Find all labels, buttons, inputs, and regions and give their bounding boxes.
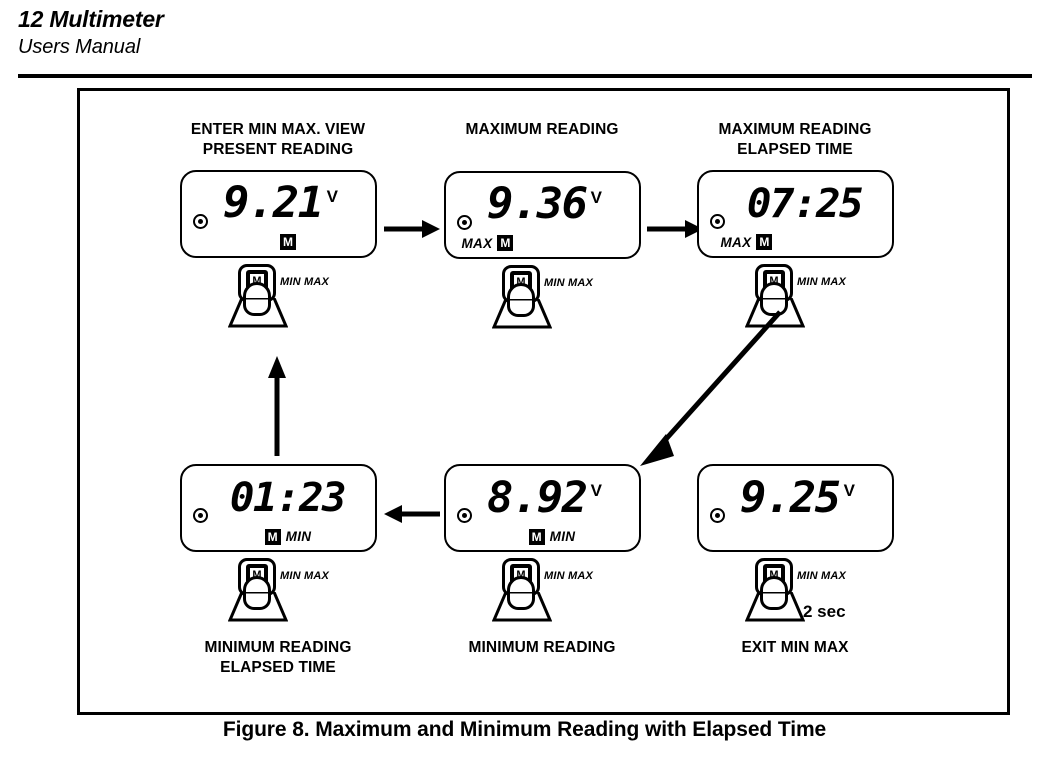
min-max-button-graphic[interactable]: M MIN MAX bbox=[482, 264, 602, 337]
hand-icon bbox=[745, 297, 805, 328]
memory-m-indicator-icon: M bbox=[280, 234, 296, 251]
document-subtitle: Users Manual bbox=[18, 36, 141, 59]
lcd-main-row: 9.21 V bbox=[210, 178, 369, 230]
hand-icon bbox=[228, 592, 288, 622]
min-max-button-label: MIN MAX bbox=[544, 276, 594, 289]
hold-duration-label: 2 sec bbox=[803, 602, 846, 621]
lcd-display: 9.25 V bbox=[696, 464, 894, 552]
min-max-button-graphic[interactable]: M MIN MAX bbox=[482, 558, 602, 630]
lcd-unit-letter: V bbox=[843, 481, 855, 500]
panel-exit-min-max: 9.25 V M MIN MAX 2 sec EXIT MIN MAX bbox=[665, 464, 925, 658]
lcd-unit: V bbox=[327, 188, 354, 205]
lcd-unit: V bbox=[844, 482, 871, 499]
lcd-unit: V bbox=[591, 189, 618, 206]
lcd-flags: M MIN bbox=[474, 528, 631, 545]
lcd-reading: 9.36 bbox=[487, 179, 588, 230]
hand-icon bbox=[228, 297, 288, 328]
min-max-button-label: MIN MAX bbox=[280, 275, 330, 288]
min-indicator: MIN bbox=[285, 529, 312, 544]
arrow-left-icon bbox=[384, 505, 440, 523]
filled-circle-indicator-icon bbox=[709, 508, 725, 523]
memory-m-indicator-icon: M bbox=[497, 235, 514, 252]
panel-caption-line1: MAXIMUM READING bbox=[465, 121, 619, 138]
lcd-unit-letter: V bbox=[326, 186, 338, 206]
lcd-main-row: 07:25 bbox=[723, 178, 886, 230]
lcd-reading: 01:23 bbox=[229, 475, 346, 521]
lcd-main-row: 9.25 V bbox=[727, 472, 886, 524]
min-max-button-label: MIN MAX bbox=[797, 570, 847, 582]
panel-maximum-reading-elapsed: MAXIMUM READING ELAPSED TIME 07:25 MAX M… bbox=[665, 120, 925, 336]
lcd-flags: M MIN bbox=[210, 528, 367, 545]
min-max-button-graphic[interactable]: M MIN MAX bbox=[218, 263, 338, 336]
filled-circle-indicator-icon bbox=[709, 213, 725, 229]
header-divider-rule bbox=[18, 74, 1032, 78]
panel-minimum-reading: 8.92 V M MIN M MIN MAX MINIMUM READING bbox=[412, 464, 672, 658]
lcd-main-row: 9.36 V bbox=[474, 179, 633, 231]
min-indicator: MIN bbox=[549, 529, 576, 544]
memory-m-indicator-icon: M bbox=[756, 234, 773, 251]
panel-caption: MINIMUM READING bbox=[412, 638, 672, 658]
filled-circle-indicator-icon bbox=[456, 214, 472, 230]
lcd-reading: 9.25 bbox=[740, 472, 841, 523]
page-header: 12 Multimeter Users Manual bbox=[18, 6, 618, 59]
panel-caption-line2: PRESENT READING bbox=[202, 140, 354, 158]
lcd-flags: MAX M bbox=[721, 234, 884, 251]
hand-icon bbox=[745, 592, 805, 622]
panel-caption: MAXIMUM READING bbox=[412, 120, 672, 140]
max-indicator: MAX bbox=[720, 234, 752, 250]
arrow-right-icon bbox=[384, 220, 440, 238]
panel-minimum-reading-elapsed: 01:23 M MIN M MIN MAX MINIMUM READING EL… bbox=[148, 464, 408, 678]
lcd-reading: 9.21 bbox=[223, 178, 324, 229]
min-max-button-label: MIN MAX bbox=[544, 570, 594, 582]
lcd-display: 01:23 M MIN bbox=[179, 464, 377, 552]
arrow-right-icon bbox=[647, 220, 703, 238]
min-max-button-label: MIN MAX bbox=[797, 275, 847, 288]
lcd-flags: MAX M bbox=[462, 235, 631, 252]
panel-caption-line1: MINIMUM READING bbox=[204, 639, 352, 656]
panel-enter-min-max-present: ENTER MIN MAX. VIEW PRESENT READING 9.21… bbox=[148, 120, 408, 336]
lcd-main-row: 01:23 bbox=[206, 472, 369, 524]
filled-circle-indicator-icon bbox=[456, 508, 472, 523]
arrow-down-left-icon bbox=[640, 310, 782, 466]
panel-caption: MINIMUM READING ELAPSED TIME bbox=[148, 638, 408, 678]
lcd-flags: M bbox=[210, 234, 367, 251]
hand-icon bbox=[492, 298, 552, 329]
panel-caption: EXIT MIN MAX bbox=[665, 638, 925, 658]
panel-caption-line1: ENTER MIN MAX. VIEW bbox=[190, 121, 366, 138]
figure-caption: Figure 8. Maximum and Minimum Reading wi… bbox=[222, 718, 827, 741]
panel-caption-line2: ELAPSED TIME bbox=[220, 658, 336, 676]
panel-caption: ENTER MIN MAX. VIEW PRESENT READING bbox=[148, 120, 408, 160]
lcd-reading: 8.92 bbox=[487, 472, 588, 523]
panel-caption-line1: MINIMUM READING bbox=[468, 639, 616, 656]
lcd-display: 8.92 V M MIN bbox=[443, 464, 641, 552]
hand-icon bbox=[492, 592, 552, 622]
lcd-unit-letter: V bbox=[590, 187, 602, 207]
filled-circle-indicator-icon bbox=[192, 508, 208, 523]
memory-m-indicator-icon: M bbox=[264, 528, 281, 545]
panel-caption-line2: ELAPSED TIME bbox=[737, 140, 853, 158]
lcd-display: 9.36 V MAX M bbox=[443, 170, 641, 259]
panel-caption: MAXIMUM READING ELAPSED TIME bbox=[665, 120, 925, 160]
arrow-up-icon bbox=[268, 356, 286, 456]
min-max-button-graphic[interactable]: M MIN MAX bbox=[218, 558, 338, 630]
lcd-display: 07:25 MAX M bbox=[696, 169, 894, 258]
min-max-button-label: MIN MAX bbox=[280, 570, 330, 582]
lcd-main-row: 8.92 V bbox=[474, 472, 633, 524]
max-indicator: MAX bbox=[461, 235, 493, 251]
lcd-reading: 07:25 bbox=[746, 180, 863, 227]
panel-maximum-reading: MAXIMUM READING 9.36 V MAX M M MIN MAX bbox=[412, 120, 672, 337]
lcd-unit: V bbox=[591, 482, 618, 499]
panel-caption-line1: MAXIMUM READING bbox=[718, 121, 872, 138]
panel-caption-line1: EXIT MIN MAX bbox=[741, 639, 849, 656]
filled-circle-indicator-icon bbox=[192, 213, 208, 229]
lcd-display: 9.21 V M bbox=[179, 169, 377, 258]
document-title: 12 Multimeter bbox=[18, 6, 164, 32]
lcd-unit-letter: V bbox=[590, 481, 602, 500]
memory-m-indicator-icon: M bbox=[528, 528, 545, 545]
min-max-button-graphic[interactable]: M MIN MAX 2 sec bbox=[735, 558, 855, 630]
min-max-button-graphic[interactable]: M MIN MAX bbox=[735, 263, 855, 336]
